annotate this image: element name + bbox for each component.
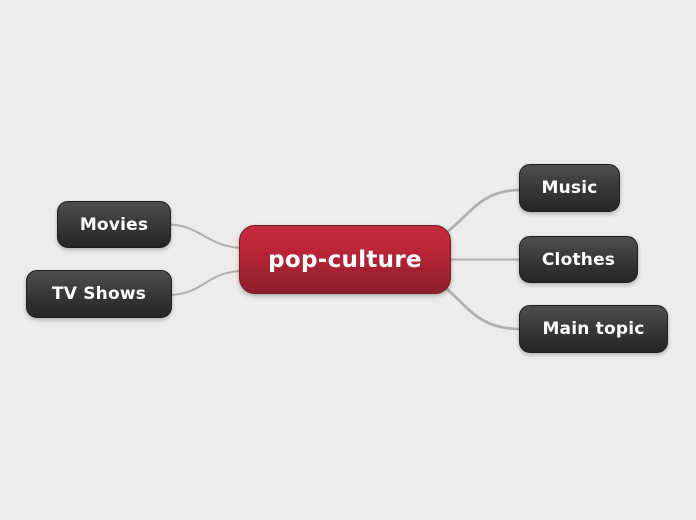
node-clothes[interactable]: Clothes	[519, 236, 638, 283]
topic-label: Music	[541, 178, 598, 198]
central-node-label: pop-culture	[268, 246, 422, 273]
topic-label: Movies	[79, 214, 149, 235]
node-music[interactable]: Music	[519, 164, 620, 212]
node-movies[interactable]: Movies	[57, 201, 171, 248]
topic-label: Main topic	[542, 319, 645, 339]
connector-movies	[167, 223, 244, 249]
topic-label: Clothes	[541, 249, 616, 270]
node-pop-culture[interactable]: pop-culture	[239, 225, 451, 294]
connector-tv-shows	[167, 270, 244, 296]
topic-label: TV Shows	[51, 284, 147, 304]
node-tv-shows[interactable]: TV Shows	[26, 270, 172, 318]
node-main-topic[interactable]: Main topic	[519, 305, 668, 353]
